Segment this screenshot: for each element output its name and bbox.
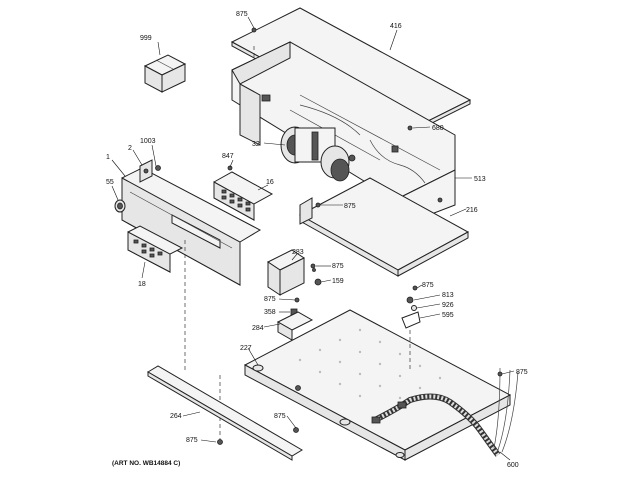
label-875-d: 875 [264,296,276,303]
label-216: 216 [466,207,478,214]
label-680: 680 [432,125,444,132]
label-926: 926 [442,302,454,309]
label-600: 600 [507,462,519,469]
label-416: 416 [390,23,402,30]
label-283: 283 [292,249,304,256]
label-595: 595 [442,312,454,319]
part-159 [314,278,322,286]
screw-813 [406,296,414,304]
label-875-c: 875 [422,282,434,289]
bracket [139,159,153,183]
label-159: 159 [332,278,344,285]
clamp-595 [401,311,421,329]
label-2: 2 [128,145,132,152]
label-18: 18 [138,281,146,288]
label-875-top: 875 [236,11,248,18]
membrane-keypad [127,225,184,273]
label-1: 1 [106,154,110,161]
label-847: 847 [222,153,234,160]
label-999: 999 [140,35,152,42]
label-16: 16 [266,179,274,186]
label-513: 513 [474,176,486,183]
middle-tray [298,177,470,277]
fan-motor-assembly [280,126,356,182]
control-board [213,165,274,221]
label-875-b: 875 [332,263,344,270]
label-875-f: 875 [274,413,286,420]
label-358: 358 [264,309,276,316]
duct-bracket [267,249,305,296]
label-813: 813 [442,292,454,299]
label-875-g: 875 [186,437,198,444]
label-875-e: 875 [516,369,528,376]
packaged-part-999 [143,54,187,93]
art-number: (ART NO. WB14884 C) [112,460,180,467]
label-264: 264 [170,413,182,420]
label-284: 284 [252,325,264,332]
bottom-pan [243,309,512,461]
screw-1003 [155,165,161,171]
label-227: 227 [240,345,252,352]
wire-harness [371,367,519,457]
screw-875-bottom-left [217,439,223,445]
washer-926 [411,305,417,311]
label-1003: 1003 [140,138,156,145]
label-32: 32 [252,141,260,148]
label-875-mid: 875 [344,203,356,210]
label-55: 55 [106,179,114,186]
control-knob [114,199,126,213]
screw-875-bottom [293,427,299,433]
trim-strip [147,365,303,461]
control-panel-frame [121,167,262,286]
